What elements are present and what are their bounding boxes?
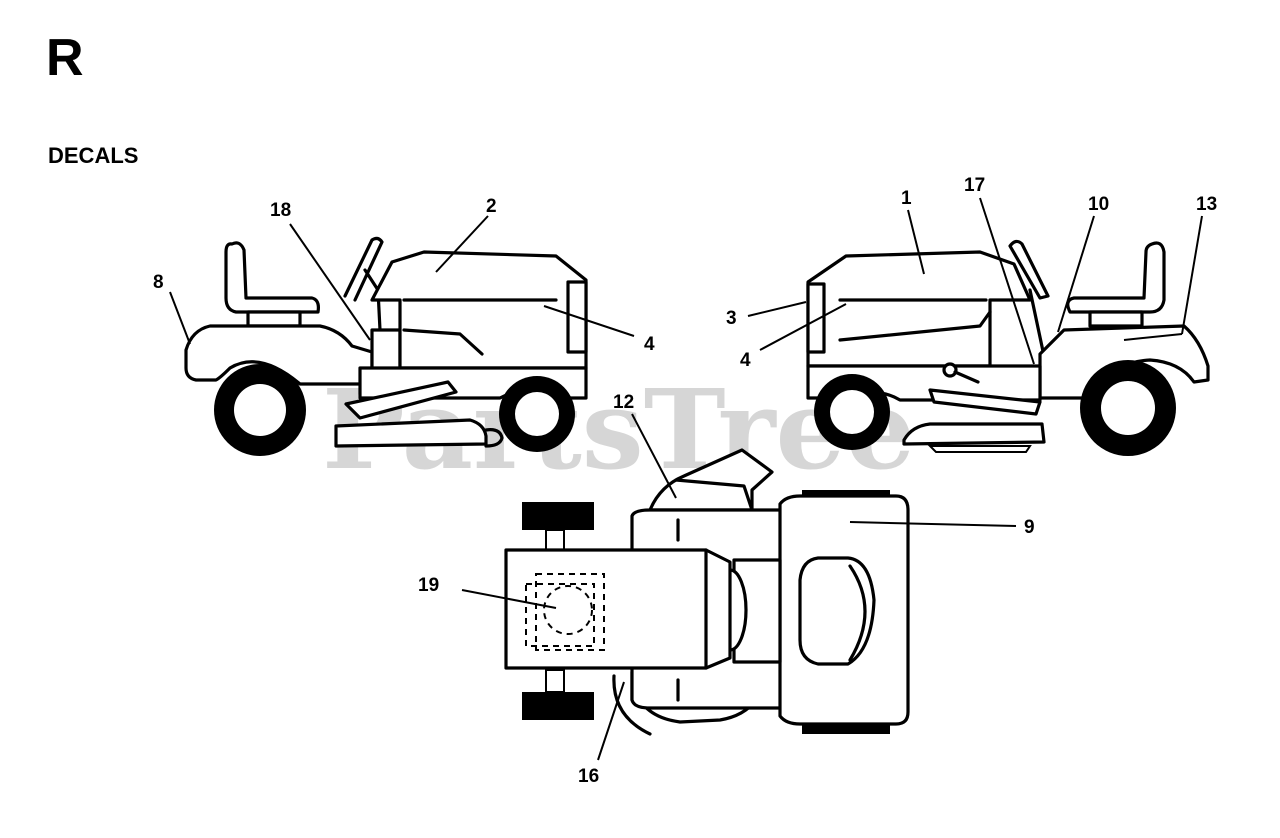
- callout-19: 19: [418, 575, 439, 596]
- callout-1: 1: [901, 188, 912, 209]
- left-tractor-side-view: [184, 236, 588, 456]
- callout-10: 10: [1088, 194, 1109, 215]
- tractor-top-view: [504, 448, 910, 736]
- callout-8: 8: [153, 272, 164, 293]
- page-letter: R: [46, 29, 84, 87]
- callout-17: 17: [964, 175, 985, 196]
- callout-9: 9: [1024, 517, 1035, 538]
- callout-18: 18: [270, 200, 291, 221]
- callout-12: 12: [613, 392, 634, 413]
- callout-13: 13: [1196, 194, 1217, 215]
- callout-3: 3: [726, 308, 737, 329]
- callout-labels: 18 2 8 4 1 17 10 13 3 4 12 9 19 16: [153, 175, 1217, 787]
- callout-4-right: 4: [740, 350, 751, 371]
- leader-lines: [169, 197, 1203, 761]
- callout-4-left: 4: [644, 334, 655, 355]
- callout-16: 16: [578, 766, 599, 787]
- section-title: DECALS: [48, 143, 139, 168]
- right-tractor-side-view: [806, 239, 1210, 456]
- callout-2: 2: [486, 196, 497, 217]
